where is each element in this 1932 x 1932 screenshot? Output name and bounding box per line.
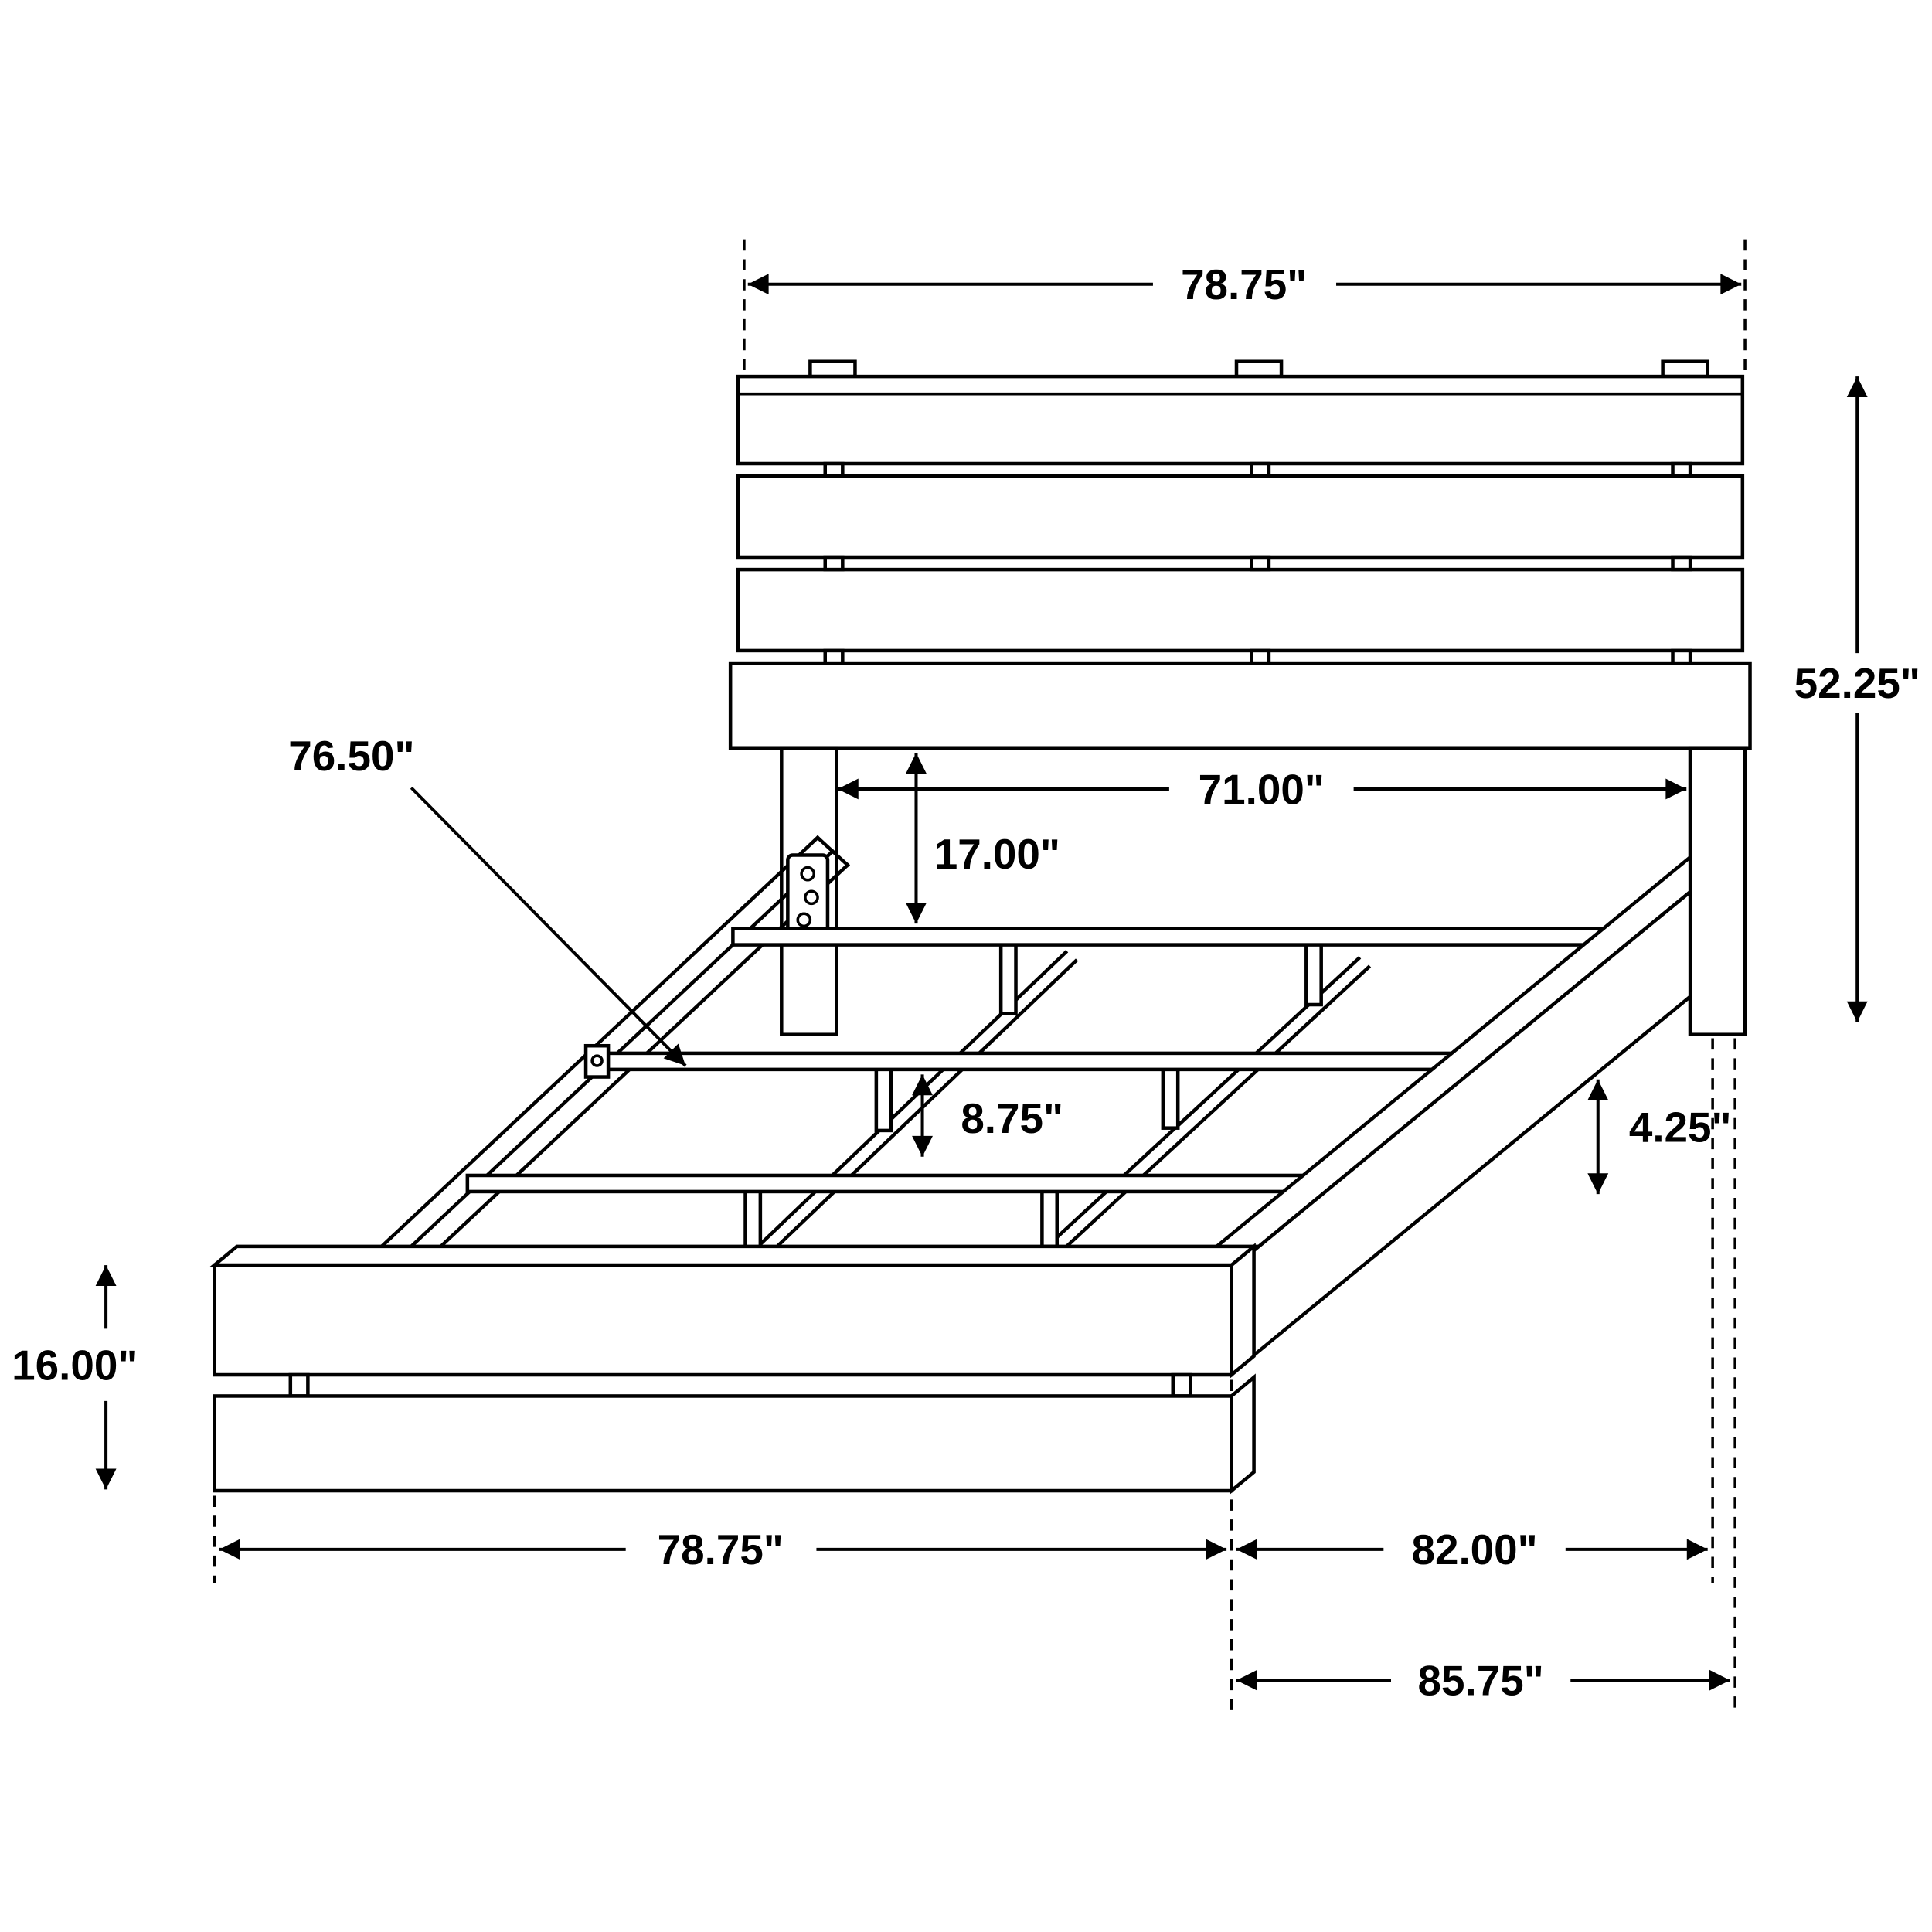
headboard-plank-2 (736, 474, 1745, 560)
footboard-batten (288, 1372, 310, 1398)
headboard-right-leg-front (1688, 746, 1747, 1036)
headboard-plank-4 (728, 661, 1752, 750)
dim-footboard-width: 78.75" (658, 1526, 784, 1573)
footboard-side-face-1 (1230, 1243, 1256, 1379)
headboard-plank-1 (736, 374, 1745, 466)
slat-support-feet (743, 937, 1323, 1255)
slat-rail-back (731, 927, 1672, 947)
footboard-plank-2 (213, 1394, 1233, 1493)
footboard-batten (1171, 1372, 1192, 1398)
dim-headboard-height: 52.25" (1794, 659, 1920, 707)
headboard-battens (823, 461, 1692, 665)
rail-hook-bracket (786, 853, 830, 934)
footboard (209, 1243, 1259, 1495)
extension-lines (213, 239, 1747, 1710)
footboard-top-face (209, 1244, 1259, 1267)
dimension-labels: 78.75" 52.25" 71.00" 17.00" 76.50" 8.75"… (12, 260, 1920, 1704)
slat-rail-middle (596, 1051, 1536, 1072)
headboard-plank-3 (736, 567, 1745, 653)
dimension-lines (95, 274, 1868, 1691)
dim-side-rail-height: 4.25" (1629, 1103, 1732, 1151)
headboard-top-clip (808, 359, 857, 379)
dim-slat-length: 76.50" (288, 732, 414, 780)
dim-footboard-height: 16.00" (12, 1341, 138, 1389)
dim-inner-width: 71.00" (1199, 765, 1325, 813)
dim-frame-length: 82.00" (1411, 1526, 1537, 1573)
dim-headboard-width: 78.75" (1181, 260, 1307, 308)
right-rail-top-face (1206, 830, 1746, 1271)
dim-slat-support-height: 8.75" (961, 1094, 1063, 1142)
headboard-top-clip (1661, 359, 1709, 379)
footboard-side-face-2 (1230, 1373, 1256, 1495)
slat-end-bracket (583, 1043, 611, 1079)
slat-rail-front (465, 1173, 1398, 1194)
footboard-plank-1 (213, 1263, 1233, 1377)
dim-overall-length: 85.75" (1418, 1657, 1544, 1705)
headboard-top-clip (1234, 359, 1284, 379)
dim-headboard-to-slat: 17.00" (934, 830, 1060, 878)
